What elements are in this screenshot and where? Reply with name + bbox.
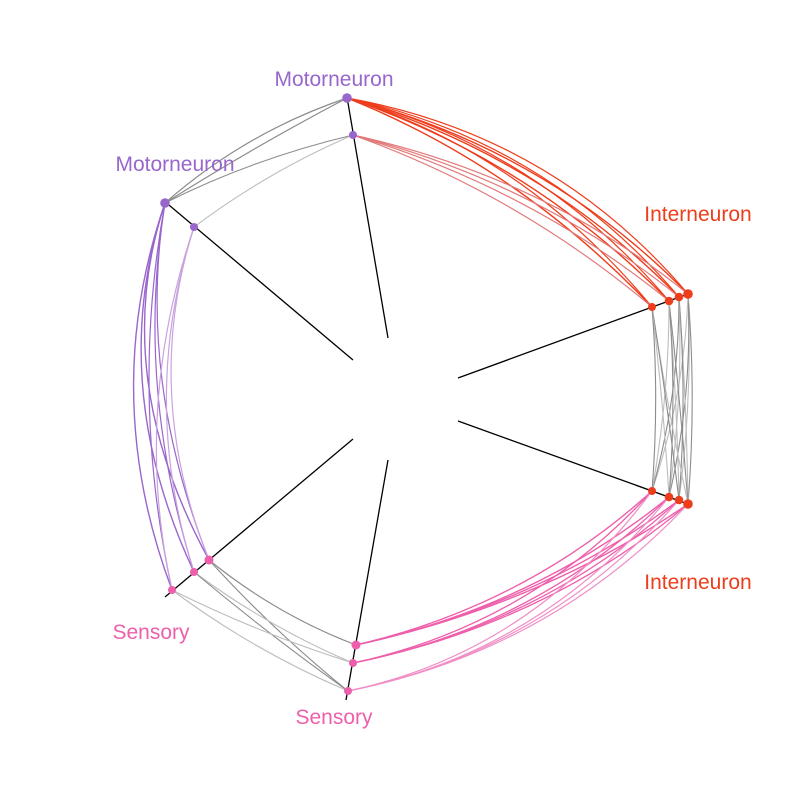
edge-link: [346, 97, 689, 295]
edge-link: [651, 306, 657, 492]
edge-link: [193, 134, 354, 228]
edge-link: [668, 300, 689, 505]
edge-link: [668, 300, 674, 498]
edge-link: [347, 503, 689, 692]
inter-node: [674, 292, 684, 302]
inter-node: [664, 296, 674, 306]
edge-link: [165, 226, 195, 573]
motor-node: [349, 131, 357, 139]
edge-link: [352, 499, 680, 664]
edge-link: [171, 589, 349, 692]
sensory-node: [204, 555, 214, 565]
edge-link: [347, 496, 670, 692]
edge-links: [132, 97, 693, 692]
edge-link: [352, 134, 653, 308]
inter-node: [648, 303, 656, 311]
edge-link: [155, 226, 195, 591]
axis-label-inter-a: Interneuron: [644, 203, 751, 226]
edge-link: [346, 97, 670, 302]
edge-link: [355, 499, 680, 646]
inter-node: [674, 495, 684, 505]
sensory-node: [351, 640, 361, 650]
edge-link: [346, 97, 680, 298]
inter-node: [683, 289, 693, 299]
inter-node: [683, 499, 693, 509]
edge-link: [346, 97, 670, 302]
edge-link: [651, 296, 680, 492]
edge-link: [140, 202, 195, 573]
edge-link: [171, 589, 354, 664]
edge-link: [651, 293, 689, 492]
axis-label-sensory-b: Sensory: [295, 706, 373, 729]
edge-link: [352, 496, 670, 664]
edge-link: [352, 134, 670, 302]
axis-label-motor-b: Motorneuron: [115, 153, 234, 176]
edge-link: [208, 559, 349, 692]
sensory-node: [344, 687, 352, 695]
edge-link: [164, 97, 348, 204]
edge-link: [651, 300, 670, 492]
edge-link: [355, 490, 653, 646]
edge-link: [352, 490, 653, 664]
motor-node: [160, 198, 170, 208]
motor-node: [190, 223, 198, 231]
edge-link: [355, 496, 670, 646]
edge-link: [193, 571, 354, 664]
axis-label-motor-a: Motorneuron: [274, 68, 393, 91]
edge-link: [346, 97, 653, 308]
nodes: [160, 93, 693, 695]
edge-link: [668, 293, 690, 498]
edge-link: [678, 296, 684, 501]
motor-node: [342, 93, 352, 103]
sensory-node: [349, 659, 357, 667]
edge-link: [132, 202, 173, 591]
inter-node: [648, 487, 656, 495]
edge-link: [164, 97, 348, 204]
edge-link: [346, 97, 653, 308]
edge-link: [346, 97, 680, 298]
edge-link: [352, 134, 680, 298]
sensory-node: [190, 568, 198, 576]
edge-link: [208, 559, 357, 646]
edge-link: [347, 490, 653, 692]
inter-node: [664, 492, 674, 502]
edge-link: [651, 306, 670, 498]
axis-lines: [162, 96, 689, 701]
sensory-node: [168, 586, 176, 594]
edge-link: [651, 306, 680, 501]
axis-label-sensory-a: Sensory: [112, 621, 190, 644]
edge-link: [164, 134, 354, 204]
axis-label-inter-b: Interneuron: [644, 571, 751, 594]
edge-link: [148, 202, 173, 591]
edge-link: [687, 293, 693, 505]
edge-link: [352, 134, 689, 295]
